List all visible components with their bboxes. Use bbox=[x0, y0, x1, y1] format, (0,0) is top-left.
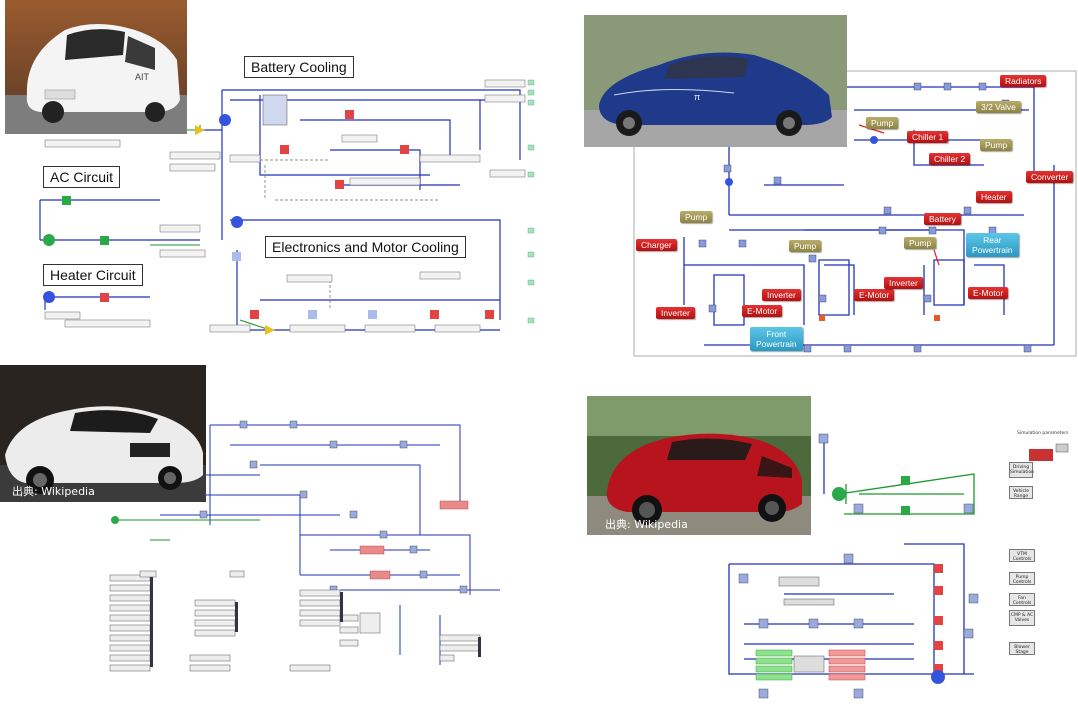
tag-inverter-1: Inverter bbox=[762, 289, 801, 301]
sim-params-text: Simulation parameters bbox=[1017, 430, 1069, 436]
tag-chiller-2: Chiller 2 bbox=[929, 153, 971, 165]
ac-circuit-label: AC Circuit bbox=[43, 166, 121, 188]
q1-schematic bbox=[39, 79, 535, 335]
tag-radiators: Radiators bbox=[1000, 75, 1047, 87]
cmp-ac-valves-button[interactable]: CMP & AC Valves bbox=[1009, 610, 1035, 626]
car-photo-tesla-s: π bbox=[584, 15, 847, 147]
tag-pump-5: Pump bbox=[904, 237, 937, 249]
photo-credit-wikipedia-jaguar: 出典: Wikipedia bbox=[12, 485, 95, 498]
q3-diagram-panel: 出典: Wikipedia bbox=[0, 365, 540, 713]
car-photo-tesla-y: 出典: Wikipedia bbox=[587, 396, 811, 535]
svg-text:AIT: AIT bbox=[135, 72, 150, 82]
svg-text:π: π bbox=[694, 92, 700, 102]
tag-emotor-1: E-Motor bbox=[854, 289, 895, 301]
fan-controls-button[interactable]: Fan Controls bbox=[1009, 593, 1035, 606]
tag-inverter-3: Inverter bbox=[656, 307, 695, 319]
pump-controls-button[interactable]: Pump Controls bbox=[1009, 572, 1035, 585]
vehicle-range-button[interactable]: Vehicle Range bbox=[1009, 486, 1033, 499]
vtm-controls-button[interactable]: VTM Controls bbox=[1009, 549, 1035, 562]
tag-converter: Converter bbox=[1026, 171, 1074, 183]
car-photo-tesla-s-art: π bbox=[584, 15, 847, 147]
tag-emotor-3: E-Motor bbox=[742, 305, 783, 317]
tag-chiller-1: Chiller 1 bbox=[907, 131, 949, 143]
tag-pump-3: Pump bbox=[680, 211, 713, 223]
q2-diagram-panel: π Radiators 3/2 Valve Pump Chiller 1 Pum… bbox=[584, 15, 1078, 360]
car-photo-jaguar: 出典: Wikipedia bbox=[0, 365, 206, 502]
battery-cooling-label: Battery Cooling bbox=[244, 56, 354, 78]
q4-schematic: Simulation parameters bbox=[728, 430, 1069, 699]
tag-inverter-2: Inverter bbox=[884, 277, 923, 289]
tag-emotor-2: E-Motor bbox=[968, 287, 1009, 299]
tag-pump-1: Pump bbox=[866, 117, 899, 129]
tag-pump-2: Pump bbox=[980, 139, 1013, 151]
blower-stage-button[interactable]: Blower Stage bbox=[1009, 642, 1035, 655]
car-photo-mitsubishi: AIT bbox=[5, 0, 187, 134]
q1-diagram-panel: AIT Battery Cooling AC Circuit Heater Ci… bbox=[0, 0, 540, 350]
photo-credit-wikipedia-tesla-y: 出典: Wikipedia bbox=[605, 518, 688, 531]
tag-pump-4: Pump bbox=[789, 240, 822, 252]
heater-circuit-label: Heater Circuit bbox=[43, 264, 143, 286]
tag-battery: Battery bbox=[924, 213, 961, 225]
tag-rear-powertrain: Rear Powertrain bbox=[966, 233, 1019, 257]
car-photo-jaguar-art bbox=[0, 365, 206, 502]
tag-3-2-valve: 3/2 Valve bbox=[976, 101, 1021, 113]
tag-front-powertrain: Front Powertrain bbox=[750, 327, 803, 351]
q4-diagram-panel: Simulation parameters Driving Simulation… bbox=[584, 394, 1078, 713]
car-photo-mitsubishi-art: AIT bbox=[5, 0, 187, 134]
q3-schematic bbox=[109, 420, 500, 672]
tag-charger: Charger bbox=[636, 239, 677, 251]
electronics-motor-cooling-label: Electronics and Motor Cooling bbox=[265, 236, 466, 258]
driving-simulation-button[interactable]: Driving Simulation bbox=[1009, 462, 1034, 478]
car-photo-tesla-y-art bbox=[587, 396, 811, 535]
tag-heater: Heater bbox=[976, 191, 1012, 203]
